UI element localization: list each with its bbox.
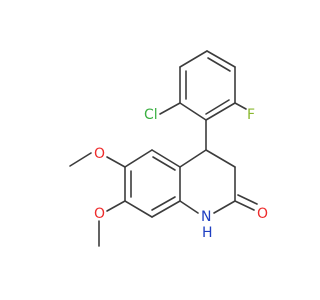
carbonyl-oxygen-label: O — [257, 206, 268, 222]
bond — [179, 149, 207, 168]
bond-c-cl — [159, 102, 181, 115]
bond-carbonyl — [234, 200, 255, 211]
bond — [179, 200, 199, 214]
bond — [207, 57, 231, 72]
bond — [151, 149, 181, 168]
bond — [151, 200, 181, 218]
bond — [205, 149, 236, 168]
lactam-ring — [179, 149, 236, 214]
benzo-ring — [124, 149, 181, 218]
bond-methoxy — [69, 152, 92, 167]
bond-methoxy — [106, 200, 126, 212]
bond — [205, 99, 230, 115]
bond — [151, 196, 176, 211]
bond — [124, 149, 153, 168]
bond — [205, 102, 236, 121]
bond — [179, 50, 208, 68]
nitrogen-label: N — [201, 209, 211, 225]
methoxy-oxygen-label: O — [94, 146, 105, 162]
bond — [152, 156, 176, 171]
structure-diagram: Cl F O O O N H — [69, 50, 268, 247]
phenyl-ring — [179, 50, 236, 121]
bond-c-f — [234, 102, 247, 110]
fluorine-label: F — [247, 107, 255, 123]
bond — [206, 50, 236, 68]
bond — [179, 102, 207, 121]
methoxy-oxygen-label: O — [94, 206, 105, 222]
chlorine-label: Cl — [144, 107, 158, 123]
bond-carbonyl — [237, 194, 258, 205]
bond — [124, 200, 153, 218]
hydrogen-label: H — [202, 225, 213, 241]
bond-methoxy — [106, 156, 126, 168]
bond — [213, 200, 236, 214]
